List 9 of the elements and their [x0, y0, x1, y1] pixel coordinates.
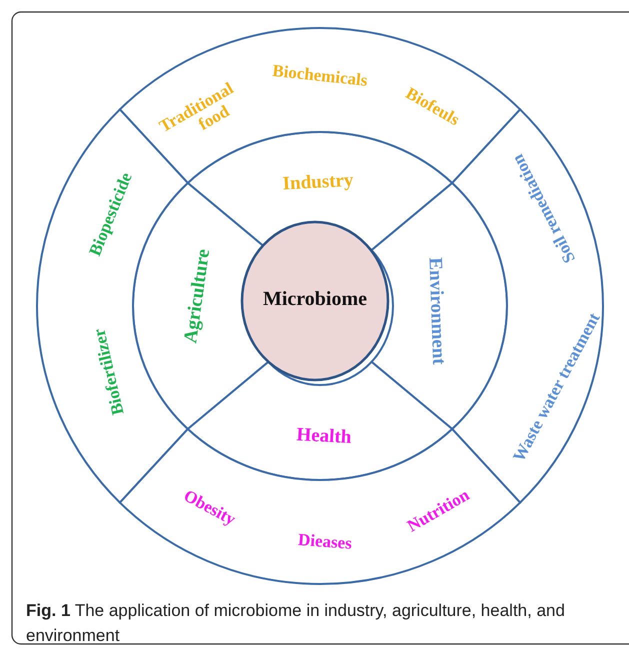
application-label: Dieases — [297, 530, 352, 553]
application-label: Biochemicals — [272, 61, 368, 90]
sector-label: Agriculture — [180, 248, 214, 344]
application-label: Biofertilizer — [89, 327, 128, 417]
sector-label: Health — [296, 424, 352, 448]
center-label: Microbiome — [262, 288, 368, 310]
sector-label: Environment — [424, 257, 450, 366]
sector-label: Industry — [282, 170, 354, 194]
figure-caption: Fig. 1 The application of microbiome in industry, agriculture, health, and environment — [26, 600, 566, 647]
